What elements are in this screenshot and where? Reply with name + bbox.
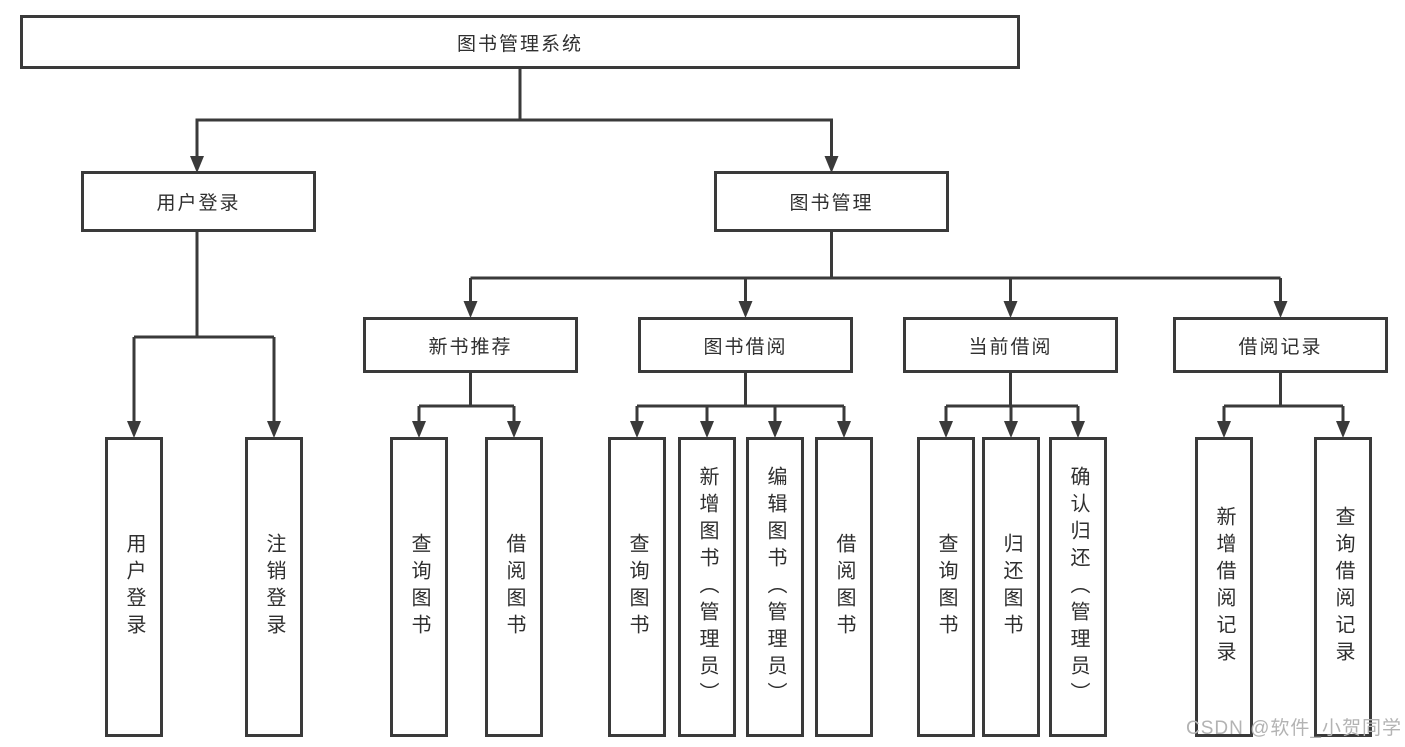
leaf-query-books-recommend: 查询图书 <box>390 437 448 737</box>
node-current-borrow: 当前借阅 <box>903 317 1118 373</box>
leaf-user-login: 用户登录 <box>105 437 163 737</box>
node-new-book-recommend-label: 新书推荐 <box>428 336 513 358</box>
node-book-borrow: 图书借阅 <box>638 317 853 373</box>
leaf-add-borrow-record-label: 新增借阅记录 <box>1213 506 1235 668</box>
node-book-management: 图书管理 <box>714 171 949 232</box>
leaf-query-books-borrow-label: 查询图书 <box>626 533 648 641</box>
leaf-confirm-return-admin-label: 确认归还（管理员） <box>1067 465 1089 709</box>
node-borrow-records: 借阅记录 <box>1173 317 1388 373</box>
leaf-query-borrow-record: 查询借阅记录 <box>1314 437 1372 737</box>
leaf-borrow-books-recommend: 借阅图书 <box>485 437 543 737</box>
node-book-borrow-label: 图书借阅 <box>703 336 788 358</box>
node-book-management-label: 图书管理 <box>789 193 874 214</box>
leaf-borrow-books: 借阅图书 <box>815 437 873 737</box>
leaf-edit-book-admin-label: 编辑图书（管理员） <box>764 465 786 709</box>
leaf-logout: 注销登录 <box>245 437 303 737</box>
node-user-login: 用户登录 <box>81 171 316 232</box>
leaf-query-books-borrow: 查询图书 <box>608 437 666 737</box>
leaf-add-book-admin-label: 新增图书（管理员） <box>696 465 718 709</box>
leaf-logout-label: 注销登录 <box>263 533 285 641</box>
leaf-confirm-return-admin: 确认归还（管理员） <box>1049 437 1107 737</box>
node-user-login-label: 用户登录 <box>156 193 241 214</box>
node-new-book-recommend: 新书推荐 <box>363 317 578 373</box>
leaf-return-book: 归还图书 <box>982 437 1040 737</box>
leaf-borrow-books-recommend-label: 借阅图书 <box>503 533 525 641</box>
csdn-watermark: CSDN @软件_小贺同学 <box>1186 718 1402 739</box>
leaf-query-books-recommend-label: 查询图书 <box>408 533 430 641</box>
node-borrow-records-label: 借阅记录 <box>1238 336 1323 358</box>
leaf-user-login-label: 用户登录 <box>123 533 145 641</box>
leaf-query-borrow-record-label: 查询借阅记录 <box>1332 506 1354 668</box>
leaf-return-book-label: 归还图书 <box>1000 533 1022 641</box>
leaf-query-books-current: 查询图书 <box>917 437 975 737</box>
leaf-borrow-books-label: 借阅图书 <box>833 533 855 641</box>
leaf-edit-book-admin: 编辑图书（管理员） <box>746 437 804 737</box>
leaf-query-books-current-label: 查询图书 <box>935 533 957 641</box>
leaf-add-borrow-record: 新增借阅记录 <box>1195 437 1253 737</box>
node-root: 图书管理系统 <box>20 15 1020 69</box>
node-root-label: 图书管理系统 <box>456 33 583 55</box>
leaf-add-book-admin: 新增图书（管理员） <box>678 437 736 737</box>
node-current-borrow-label: 当前借阅 <box>968 336 1053 358</box>
